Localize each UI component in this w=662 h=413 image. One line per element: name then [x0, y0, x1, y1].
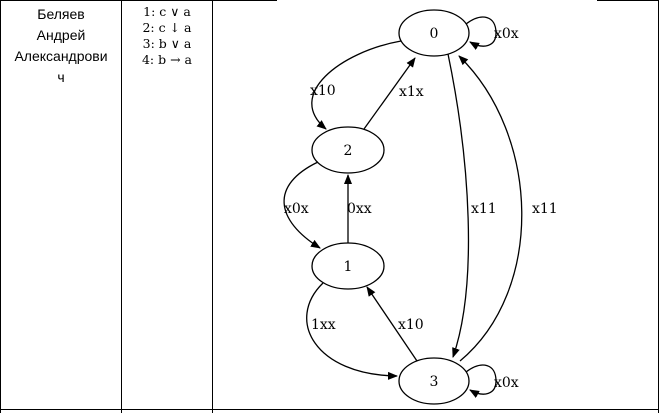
node-label: 3	[430, 374, 439, 390]
node-label: 1	[344, 259, 353, 275]
graph-node: 3	[398, 357, 470, 405]
author-name-line: Беляев	[37, 6, 85, 22]
formula-line: 4: b → a	[141, 52, 192, 67]
graph-node: 1	[311, 242, 385, 290]
table-divider-1	[121, 0, 122, 413]
edge-label: x0x	[494, 375, 519, 391]
edge-label: 0xx	[347, 201, 372, 217]
edge-arrow	[458, 55, 523, 362]
author-name-line: Андрей	[36, 27, 86, 43]
edge-arrow	[366, 286, 418, 362]
formulas-cell: 1: c ∨ a 2: c ↓ a 3: b ∨ a 4: b → a	[122, 4, 212, 68]
formula-line: 3: b ∨ a	[142, 36, 192, 51]
edge-arrow	[465, 364, 497, 398]
formula-line: 1: c ∨ a	[143, 4, 191, 19]
edge-arrow	[447, 53, 470, 358]
graph-node: 2	[311, 126, 385, 174]
edge-label: x10	[310, 83, 336, 99]
edge-arrow	[306, 282, 398, 380]
edge-label: x0x	[284, 201, 309, 217]
formula-line: 2: c ↓ a	[142, 20, 192, 35]
author-name-cell: Беляев Андрей Александрови ч	[2, 4, 120, 88]
edge-label: x1x	[399, 84, 424, 100]
edge-arrow	[363, 57, 416, 130]
table-border-top-right	[597, 0, 659, 1]
node-label: 0	[430, 26, 439, 42]
edge-label: x11	[532, 201, 558, 217]
table-border-bottom	[0, 409, 659, 410]
node-label: 2	[344, 143, 353, 159]
graph-node: 0	[398, 9, 470, 57]
author-name-line: Александрови	[14, 48, 108, 64]
table-border-left	[0, 0, 1, 413]
edge-arrow	[283, 161, 321, 249]
edge-arrow	[311, 40, 402, 130]
edge-label: x11	[471, 201, 497, 217]
edge-label: 1xx	[311, 317, 336, 333]
table-divider-2	[212, 0, 213, 413]
table-border-right	[658, 0, 659, 413]
edge-label: x0x	[494, 26, 519, 42]
edge-arrow	[465, 16, 497, 50]
edge-label: x10	[398, 317, 424, 333]
author-name-line: ч	[57, 69, 65, 85]
table-border-top	[0, 0, 277, 1]
